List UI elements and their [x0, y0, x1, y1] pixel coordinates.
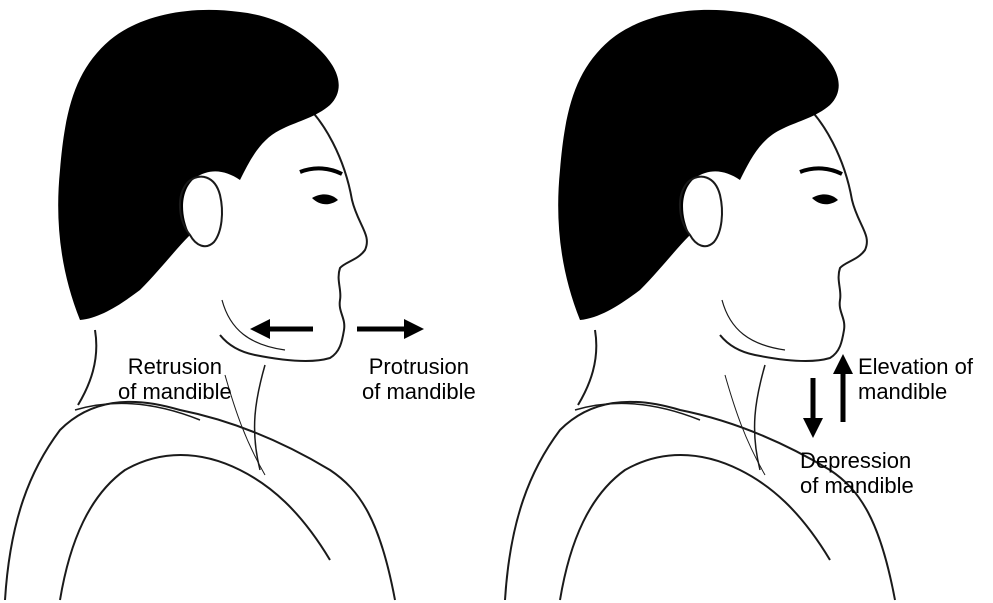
elevation-label-line2: mandible — [858, 379, 973, 404]
protrusion-label-line2: of mandible — [362, 379, 476, 404]
protrusion-label: Protrusion of mandible — [362, 354, 476, 404]
elevation-label-line1: Elevation of — [858, 354, 973, 379]
right-figure — [505, 10, 895, 600]
depression-label-line2: of mandible — [800, 473, 914, 498]
arrow-up-icon — [833, 354, 853, 422]
depression-label-line1: Depression — [800, 448, 914, 473]
arrow-right-icon — [357, 319, 424, 339]
protrusion-label-line1: Protrusion — [362, 354, 476, 379]
arrow-down-icon — [803, 378, 823, 438]
arrow-left-icon — [250, 319, 313, 339]
left-figure — [5, 10, 395, 600]
retrusion-label-line2: of mandible — [118, 379, 232, 404]
retrusion-label-line1: Retrusion — [118, 354, 232, 379]
elevation-label: Elevation of mandible — [858, 354, 973, 404]
retrusion-label: Retrusion of mandible — [118, 354, 232, 404]
depression-label: Depression of mandible — [800, 448, 914, 498]
